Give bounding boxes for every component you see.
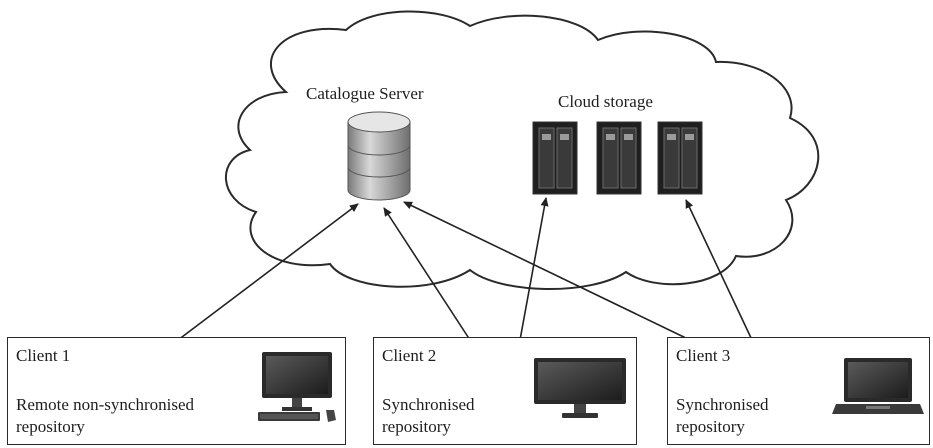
database-icon	[347, 111, 411, 201]
storage-server-icon	[596, 121, 642, 195]
arrow-client1-to-catalogue	[177, 203, 359, 341]
client-title: Client 1	[16, 346, 71, 365]
storage-server-icon	[657, 121, 703, 195]
client-description: Synchronised repository	[382, 395, 475, 436]
laptop-icon	[832, 358, 924, 414]
client-title: Client 3	[676, 346, 731, 365]
client-box-3: Client 3 Synchronised repository	[667, 337, 930, 445]
storage-server-icon	[532, 121, 578, 195]
catalogue-server-label: Catalogue Server	[306, 84, 424, 103]
client-box-1: Client 1 Remote non-synchronised reposit…	[7, 337, 346, 445]
cloud-storage-label: Cloud storage	[558, 92, 653, 111]
arrow-client2-to-catalogue	[383, 207, 471, 341]
client-box-2: Client 2 Synchronised repository	[373, 337, 637, 445]
client-description: Remote non-synchronised repository	[16, 395, 194, 436]
client-title: Client 2	[382, 346, 437, 365]
desktop-computer-icon	[258, 352, 336, 422]
arrow-client3-to-catalogue	[403, 201, 691, 341]
client-description: Synchronised repository	[676, 395, 769, 436]
monitor-icon	[534, 358, 626, 418]
arrow-client3-to-storage	[685, 199, 753, 341]
arrow-client2-to-storage	[519, 197, 549, 341]
cloud-shape	[224, 10, 820, 290]
